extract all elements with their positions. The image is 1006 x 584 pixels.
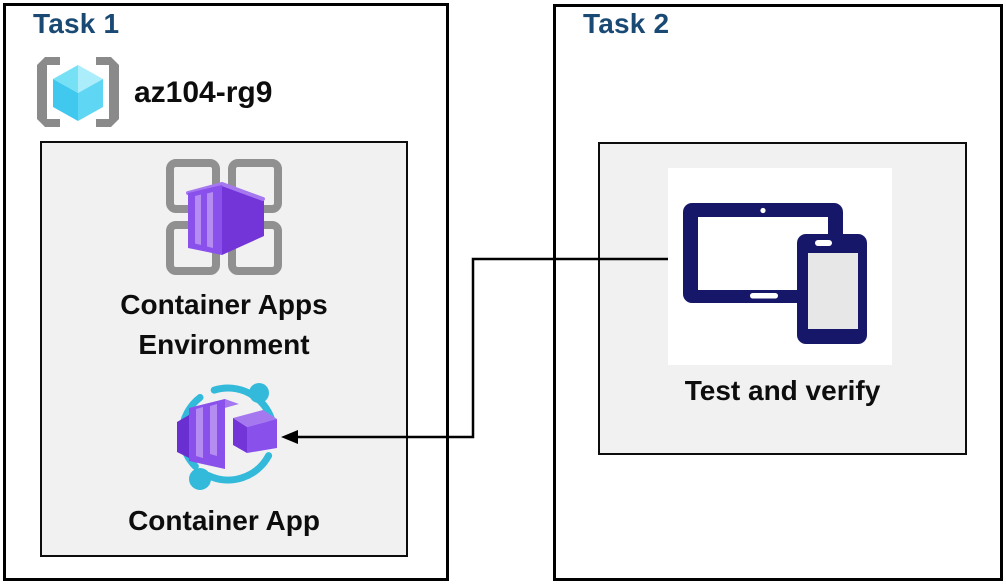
task2-title: Task 2 xyxy=(583,8,670,39)
environment-label-line1: Container Apps xyxy=(120,289,328,320)
task1-title: Task 1 xyxy=(33,8,120,39)
container-apps-environment-icon xyxy=(166,159,282,275)
resource-group-name: az104-rg9 xyxy=(134,76,273,109)
container-app-label: Container App xyxy=(128,505,320,536)
cube-shape xyxy=(53,65,103,121)
phone-shape xyxy=(797,234,867,344)
container-box-shape xyxy=(186,181,265,255)
environment-label-line2: Environment xyxy=(138,329,310,360)
devices-icon xyxy=(683,203,867,344)
test-and-verify-label: Test and verify xyxy=(684,375,881,406)
right-bracket-shape xyxy=(96,57,119,127)
cyan-dot-bottom xyxy=(189,468,211,490)
container-app-icon xyxy=(177,383,278,490)
cyan-dot-top xyxy=(249,383,269,403)
container-boxes-shape xyxy=(177,399,277,469)
resource-group-icon xyxy=(37,57,119,127)
environment-label: Container Apps Environment xyxy=(40,285,408,365)
left-bracket-shape xyxy=(37,57,60,127)
